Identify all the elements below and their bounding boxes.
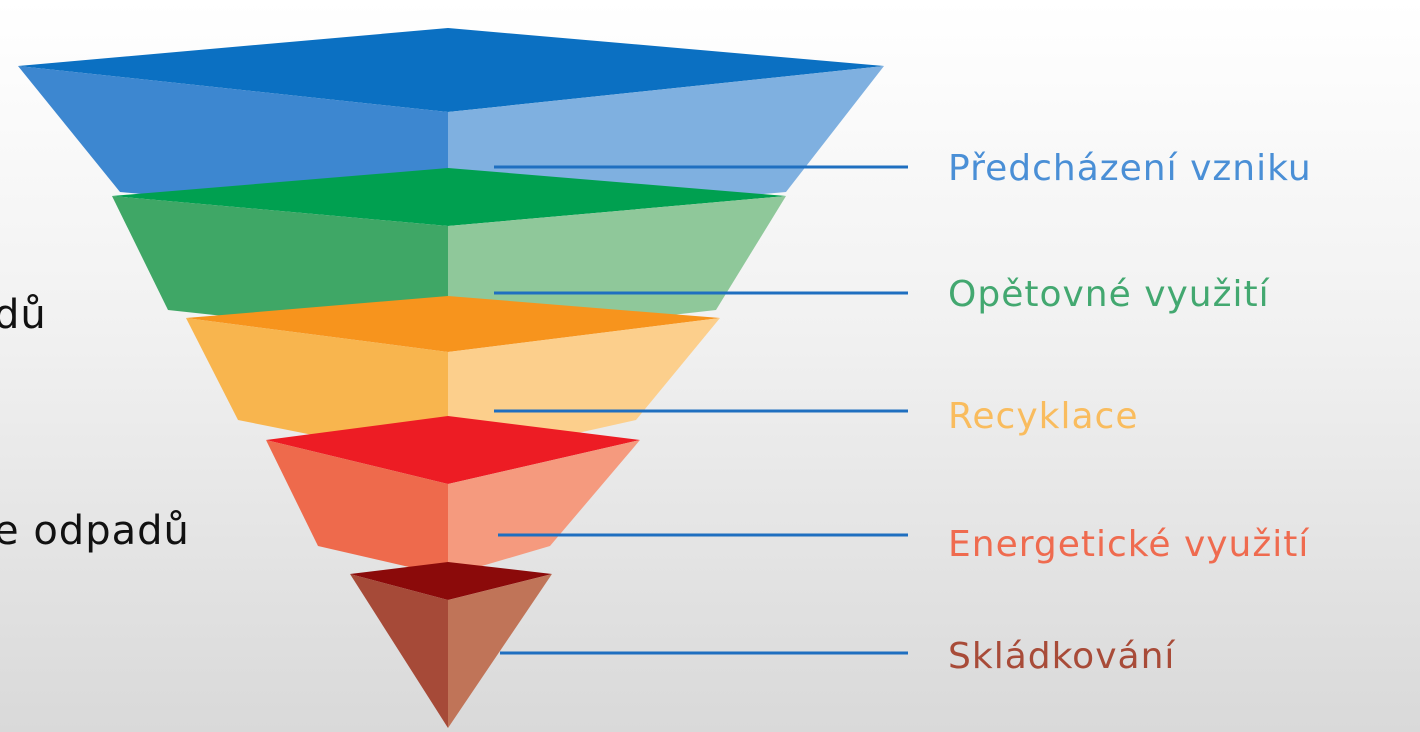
tier-top-landfill xyxy=(350,562,552,600)
label-prevention: Předcházení vzniku xyxy=(948,148,1312,189)
tier-top-prevention xyxy=(18,28,884,112)
tier-top-recycling xyxy=(186,296,720,352)
tier-right-face-landfill xyxy=(448,574,552,728)
label-reuse: Opětovné využití xyxy=(948,274,1270,315)
tier-left-face-energy-recovery xyxy=(266,440,448,576)
tier-top-energy-recovery xyxy=(266,416,640,484)
label-recycling: Recyklace xyxy=(948,396,1139,437)
label-landfill: Skládkování xyxy=(948,636,1176,677)
side-text-2: e odpadů xyxy=(0,508,190,554)
tier-left-face-landfill xyxy=(350,574,448,728)
tier-right-face-energy-recovery xyxy=(448,440,640,576)
label-energy-recovery: Energetické využití xyxy=(948,524,1310,565)
tier-top-reuse xyxy=(112,168,786,226)
side-text-1: dů xyxy=(0,292,47,338)
